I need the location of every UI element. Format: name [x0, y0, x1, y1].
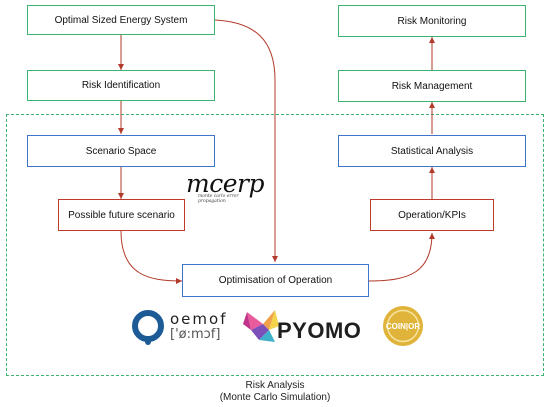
pyomo-bird-icon: [243, 310, 279, 342]
node-label: Statistical Analysis: [390, 145, 474, 157]
oemof-logo: oemof ['ø:mɔf]: [130, 308, 235, 346]
node-possible-future-scenario: Possible future scenario: [58, 199, 185, 231]
coinor-logo: COIN|OR: [382, 305, 424, 347]
coinor-logo-name: COIN|OR: [386, 322, 420, 331]
mcerp-logo: mcerp monte carlo error propagation: [186, 169, 264, 204]
node-scenario-space: Scenario Space: [27, 135, 215, 167]
node-operation-kpis: Operation/KPIs: [370, 199, 494, 231]
node-label: Risk Management: [391, 80, 473, 92]
coinor-coin-icon: COIN|OR: [383, 306, 423, 346]
oemof-ring-icon: [132, 310, 164, 345]
node-optimal-sized-energy-system: Optimal Sized Energy System: [27, 5, 215, 35]
oemof-logo-name: oemof: [170, 310, 228, 328]
node-risk-management: Risk Management: [338, 70, 526, 102]
node-risk-monitoring: Risk Monitoring: [338, 5, 526, 37]
arrow-system-to-optimisation: [214, 19, 278, 262]
node-optimisation-of-operation: Optimisation of Operation: [182, 264, 369, 297]
arrow-possible-to-optimisation: [120, 230, 183, 284]
node-label: Possible future scenario: [68, 209, 175, 221]
node-statistical-analysis: Statistical Analysis: [338, 135, 526, 167]
node-label: Risk Monitoring: [397, 15, 467, 27]
node-label: Risk Identification: [81, 80, 161, 91]
region-caption-line2: (Monte Carlo Simulation): [219, 392, 331, 403]
node-label: Operation/KPIs: [398, 209, 466, 221]
pyomo-logo-name: PYOMO: [277, 318, 362, 343]
mcerp-logo-name: mcerp: [186, 169, 264, 198]
mcerp-logo-subtitle: monte carlo error propagation: [198, 194, 239, 204]
node-label: Optimisation of Operation: [218, 275, 333, 286]
node-risk-identification: Risk Identification: [27, 70, 215, 101]
oemof-logo-phonetic: ['ø:mɔf]: [170, 327, 221, 342]
region-caption-line1: Risk Analysis: [245, 380, 305, 391]
pyomo-logo: PYOMO: [241, 304, 375, 348]
node-label: Optimal Sized Energy System: [54, 14, 188, 26]
node-label: Scenario Space: [85, 145, 157, 157]
arrow-optimisation-to-kpis: [368, 232, 435, 282]
